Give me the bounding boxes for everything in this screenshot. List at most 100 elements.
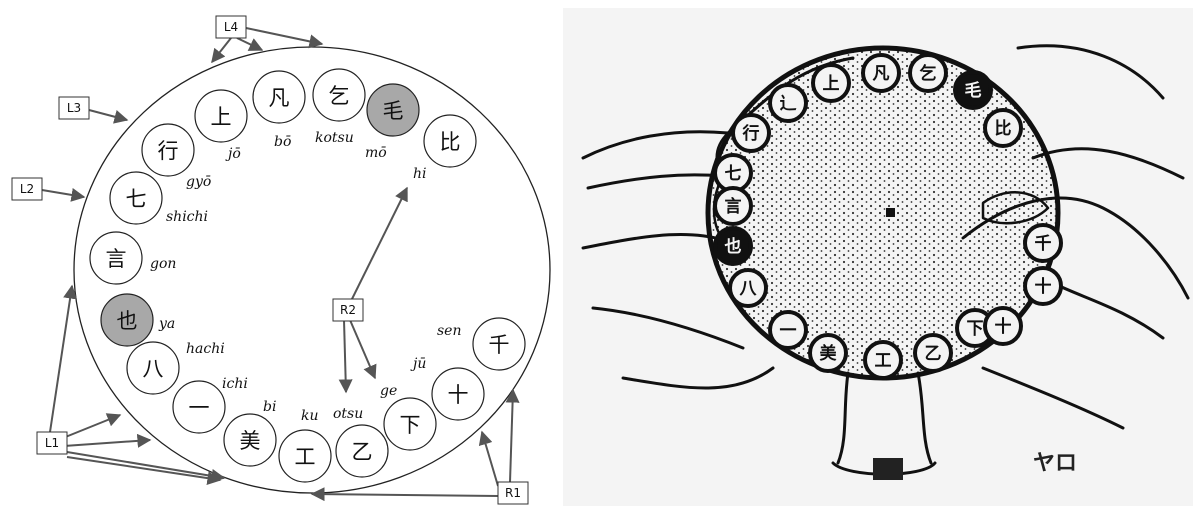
kanji-label: 下 bbox=[400, 413, 421, 437]
kanji-label: 也 bbox=[117, 309, 138, 333]
kanji-label: 言 bbox=[106, 247, 127, 271]
seal-char-glyph: 下 bbox=[967, 319, 984, 339]
arrow-line bbox=[237, 38, 262, 50]
center-mark bbox=[886, 208, 895, 217]
char-circle-jo: 上 jō bbox=[195, 90, 247, 162]
romaji-label: hi bbox=[413, 166, 427, 182]
char-circle-ge: 下ge bbox=[380, 383, 436, 450]
seal-char-glyph: 千 bbox=[1035, 234, 1052, 254]
tag-l1: L1 bbox=[37, 432, 67, 454]
seal-char-上: 上 bbox=[813, 65, 849, 101]
seal-char-十: 十 bbox=[1025, 268, 1061, 304]
seal-char-glyph: 言 bbox=[725, 196, 742, 217]
kanji-label: 毛 bbox=[383, 99, 404, 123]
romaji-label: mō bbox=[365, 145, 387, 161]
tag-label: L1 bbox=[45, 436, 59, 450]
seal-char-八: 八 bbox=[730, 270, 766, 306]
handle-knob bbox=[873, 458, 903, 480]
arrow-line bbox=[350, 320, 375, 378]
tag-label: L3 bbox=[67, 101, 81, 115]
romaji-label: otsu bbox=[333, 406, 363, 422]
tag-label: R1 bbox=[505, 486, 521, 500]
seal-char-十: 十 bbox=[985, 308, 1021, 344]
seal-char-glyph: 美 bbox=[820, 343, 838, 364]
romaji-label: ichi bbox=[222, 376, 248, 392]
romaji-label: kotsu bbox=[315, 130, 354, 146]
seal-char-glyph: 乙 bbox=[925, 344, 942, 364]
character-circles: 也ya言gon七shichi行gyō上jō凡bō乞kotsu毛mō比hi八hac… bbox=[90, 69, 525, 482]
kanji-label: 十 bbox=[448, 383, 469, 407]
seal-char-glyph: 上 bbox=[823, 74, 840, 94]
kanji-label: 上 bbox=[211, 105, 232, 129]
seal-char-glyph: 比 bbox=[995, 118, 1012, 139]
kanji-label: 比 bbox=[440, 130, 461, 154]
kanji-label: 七 bbox=[126, 187, 147, 211]
seal-char-行: 行 bbox=[733, 115, 769, 151]
seal-char-glyph: 凡 bbox=[873, 64, 890, 84]
seal-char-千: 千 bbox=[1025, 225, 1061, 261]
seal-char-glyph: 一 bbox=[780, 321, 797, 341]
tag-label: L2 bbox=[20, 182, 34, 196]
tag-l3: L3 bbox=[59, 97, 89, 119]
seal-char-乙: 乙 bbox=[915, 335, 951, 371]
seal-handle bbox=[838, 373, 931, 463]
romaji-label: sen bbox=[437, 323, 462, 339]
arrow-line bbox=[89, 110, 127, 120]
seal-char-glyph: 辶 bbox=[780, 94, 797, 114]
arrow-line bbox=[64, 440, 150, 446]
kanji-label: 凡 bbox=[269, 86, 290, 110]
artist-signature: ヤロ bbox=[1033, 451, 1077, 476]
kanji-label: 美 bbox=[240, 429, 261, 453]
arrow-line bbox=[312, 494, 498, 496]
char-circle-otsu: 乙 otsu bbox=[333, 406, 388, 477]
seal-char-glyph: 乞 bbox=[920, 63, 937, 84]
char-circle-bo: 凡 bō bbox=[253, 71, 305, 150]
romaji-label: shichi bbox=[166, 209, 208, 225]
char-circle-ku: 工ku bbox=[279, 408, 331, 482]
seal-char-一: 一 bbox=[770, 312, 806, 348]
romaji-label: bō bbox=[274, 134, 291, 150]
tag-l4: L4 bbox=[216, 16, 246, 38]
arrow-line bbox=[510, 390, 513, 482]
kanji-label: 千 bbox=[489, 333, 510, 357]
char-circle-ya: 也 ya bbox=[101, 294, 175, 346]
tag-r2: R2 bbox=[333, 299, 363, 321]
seal-char-毛: 毛 bbox=[955, 72, 991, 108]
tag-l2: L2 bbox=[12, 178, 42, 200]
romaji-label: gyō bbox=[186, 174, 211, 190]
romaji-label: jū bbox=[410, 356, 426, 372]
seal-char-也: 也 bbox=[715, 228, 751, 264]
kanji-label: 工 bbox=[295, 445, 316, 469]
seal-char-辶: 辶 bbox=[770, 85, 806, 121]
arrow-line bbox=[352, 188, 407, 299]
hand-held-seal-illustration: 辶上凡乞毛比行七言也八一美工乙下千十十 ヤロ bbox=[563, 8, 1193, 506]
seal-char-七: 七 bbox=[715, 155, 751, 191]
seal-char-乞: 乞 bbox=[910, 55, 946, 91]
seal-char-美: 美 bbox=[810, 335, 846, 371]
kanji-label: 行 bbox=[158, 139, 179, 163]
char-circle-sen: 千 sen bbox=[437, 318, 525, 370]
seal-char-言: 言 bbox=[715, 188, 751, 224]
seal-char-glyph: 工 bbox=[875, 351, 892, 371]
arrow-line bbox=[344, 320, 346, 392]
char-circle-mo: 毛 mō bbox=[365, 84, 419, 161]
romaji-label: ya bbox=[158, 316, 175, 332]
kanji-label: 乙 bbox=[352, 440, 373, 464]
romaji-label: bi bbox=[263, 399, 276, 415]
seal-char-glyph: 也 bbox=[725, 236, 742, 257]
romaji-label: hachi bbox=[186, 341, 225, 357]
tag-label: R2 bbox=[340, 303, 356, 317]
romaji-label: gon bbox=[150, 256, 176, 272]
kanji-label: 乞 bbox=[329, 84, 350, 108]
seal-char-glyph: 行 bbox=[742, 123, 760, 144]
seal-char-凡: 凡 bbox=[863, 55, 899, 91]
kanji-label: 一 bbox=[189, 396, 210, 420]
arrow-line bbox=[482, 432, 498, 486]
char-circle-hi: 比 hi bbox=[413, 115, 476, 182]
seal-char-glyph: 十 bbox=[995, 316, 1012, 337]
romaji-label: jō bbox=[225, 146, 241, 162]
tag-label: L4 bbox=[224, 20, 238, 34]
char-circle-gon: 言 gon bbox=[90, 232, 176, 284]
romaji-label: ge bbox=[380, 383, 397, 399]
